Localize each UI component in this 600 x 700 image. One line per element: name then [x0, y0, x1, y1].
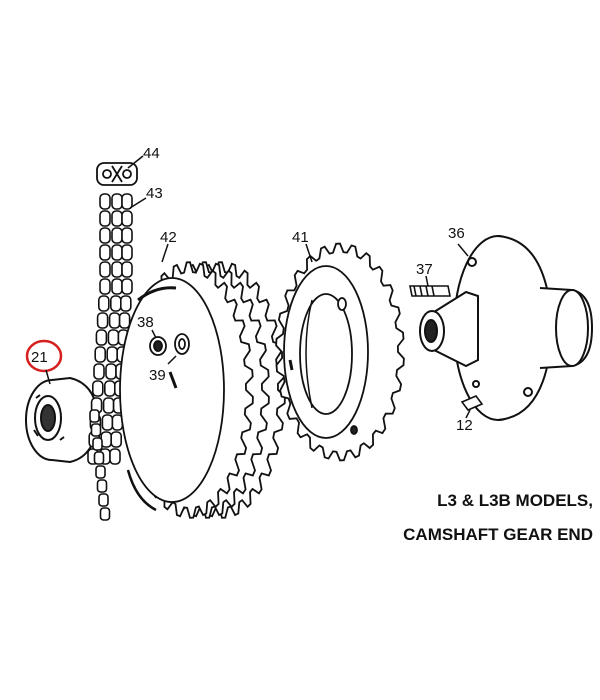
- gear-ring-part-41: [275, 242, 405, 462]
- callout-39: 39: [149, 367, 166, 384]
- callout-43: 43: [146, 185, 163, 202]
- washer-part-39: [168, 333, 190, 389]
- callout-36: 36: [448, 225, 465, 242]
- callout-44: 44: [143, 145, 160, 162]
- leader-41: [305, 243, 313, 263]
- sprocket-part-42: [119, 261, 286, 519]
- stud-part-37: [409, 285, 451, 297]
- hub-part-36: [419, 235, 594, 421]
- leader-39: [167, 355, 177, 365]
- leader-38: [151, 329, 157, 339]
- caption-line-2: CAMSHAFT GEAR END: [403, 525, 593, 544]
- bearing-part-21: [25, 376, 100, 464]
- diagram-caption: L3 & L3B MODELS, CAMSHAFT GEAR END: [348, 484, 593, 552]
- leader-36: [457, 243, 469, 257]
- leader-37: [425, 275, 429, 287]
- leader-21: [45, 369, 51, 385]
- callout-12: 12: [456, 417, 473, 434]
- leader-42: [161, 243, 169, 263]
- leader-43: [129, 197, 147, 209]
- callout-41: 41: [292, 229, 309, 246]
- callout-37: 37: [416, 261, 433, 278]
- leader-44: [127, 155, 144, 169]
- leader-12: [465, 409, 471, 419]
- chain-link-part-44: [96, 162, 138, 186]
- callout-21: 21: [31, 349, 48, 366]
- caption-line-1: L3 & L3B MODELS,: [437, 491, 593, 510]
- callout-38: 38: [137, 314, 154, 331]
- highlight-circle-21: [25, 339, 63, 373]
- stud-part-38: [149, 336, 167, 356]
- pin-part-12: [460, 395, 484, 411]
- callout-42: 42: [160, 229, 177, 246]
